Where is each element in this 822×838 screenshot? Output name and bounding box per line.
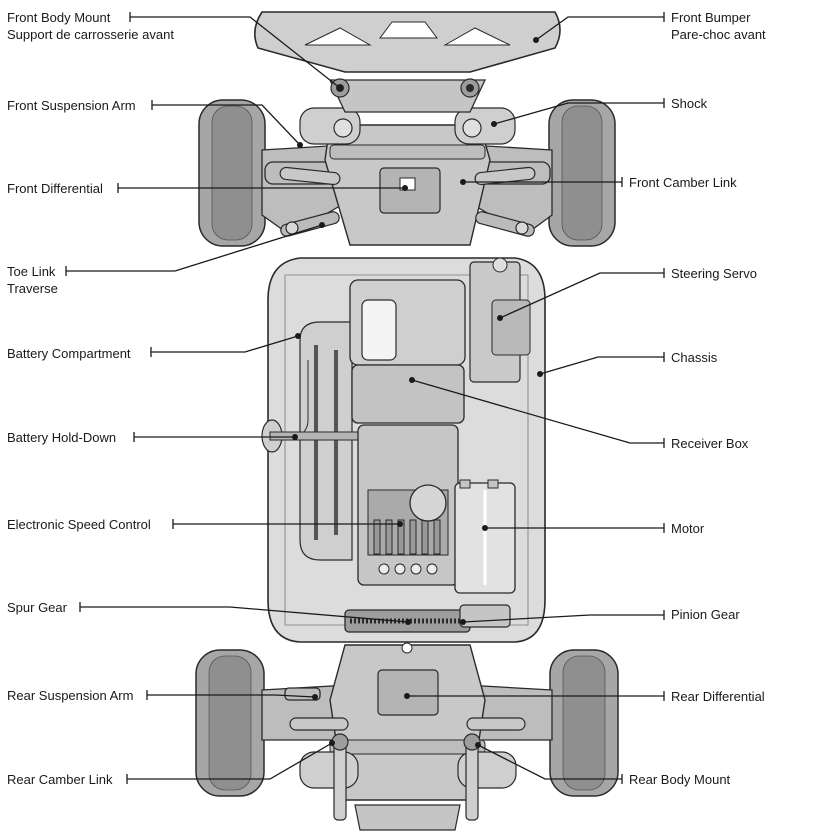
label-pinion-gear: Pinion Gear xyxy=(671,607,740,622)
label-shock: Shock xyxy=(671,96,708,111)
label-battery-compartment: Battery Compartment xyxy=(7,346,131,361)
label-toe-link: Toe Link Traverse xyxy=(7,263,58,297)
leader-dots xyxy=(292,37,543,748)
label-front-differential: Front Differential xyxy=(7,181,103,196)
label-front-bumper-fr: Pare-choc avant xyxy=(671,27,766,42)
front-camber-links xyxy=(279,166,536,186)
label-rear-differential: Rear Differential xyxy=(671,689,765,704)
rear-camber-links xyxy=(289,717,526,731)
label-front-camber-link: Front Camber Link xyxy=(629,175,737,190)
front-left-wheel xyxy=(198,99,266,247)
leader-lines xyxy=(65,12,665,784)
front-shocks xyxy=(299,107,516,145)
front-body-mount xyxy=(328,78,487,113)
label-motor: Motor xyxy=(671,521,705,536)
label-esc: Electronic Speed Control xyxy=(7,517,151,532)
label-battery-hold-down: Battery Hold-Down xyxy=(7,430,117,445)
label-rear-body-mount: Rear Body Mount xyxy=(629,772,731,787)
front-bulkhead xyxy=(324,124,491,246)
label-front-body-mount: Front Body Mount Support de carrosserie … xyxy=(7,9,174,43)
rear-body-mounts xyxy=(331,733,481,831)
front-right-wheel xyxy=(548,99,616,247)
label-front-bumper-en: Front Bumper xyxy=(671,10,751,25)
steering-servo xyxy=(469,257,531,383)
rear-right-wheel xyxy=(549,649,619,797)
electronic-speed-control xyxy=(357,424,459,586)
label-rear-camber-link: Rear Camber Link xyxy=(7,772,113,787)
front-bumper xyxy=(254,11,561,73)
label-steering-servo: Steering Servo xyxy=(671,266,757,281)
label-rear-suspension-arm: Rear Suspension Arm xyxy=(7,688,134,703)
motor xyxy=(454,479,516,594)
label-receiver-box: Receiver Box xyxy=(671,436,749,451)
label-chassis: Chassis xyxy=(671,350,718,365)
receiver-box xyxy=(349,279,466,424)
toe-links xyxy=(280,211,535,237)
label-toe-link-en: Toe Link xyxy=(7,264,56,279)
battery-compartment xyxy=(280,321,353,561)
label-front-bumper: Front Bumper Pare-choc avant xyxy=(671,9,766,43)
label-toe-link-fr: Traverse xyxy=(7,281,58,296)
label-front-body-mount-en: Front Body Mount xyxy=(7,10,111,25)
label-front-suspension-arm: Front Suspension Arm xyxy=(7,98,136,113)
label-spur-gear: Spur Gear xyxy=(7,600,67,615)
label-front-body-mount-fr: Support de carrosserie avant xyxy=(7,27,174,42)
pinion-gear xyxy=(459,604,511,628)
rear-left-wheel xyxy=(195,649,265,797)
